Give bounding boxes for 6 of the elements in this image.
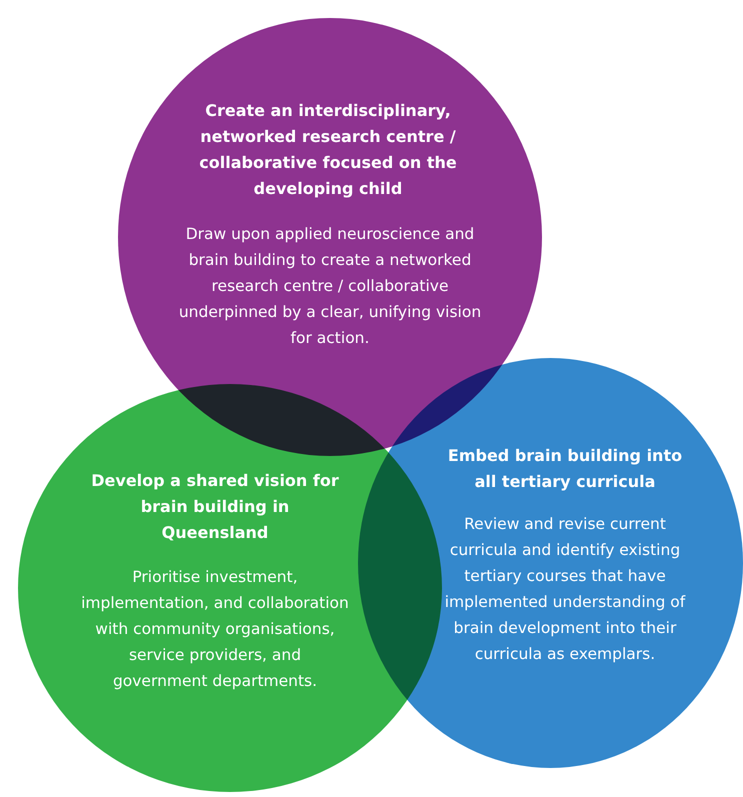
circle-heading: Embed brain building into all tertiary curricula bbox=[446, 445, 684, 493]
circle-heading: Develop a shared vision for brain building in Queensland bbox=[90, 470, 340, 544]
circle-description: Review and revise current curricula and identify existing tertiary courses that have implemented understanding of brain development into their curricula as exemplars. bbox=[444, 514, 686, 665]
circle-description: Draw upon applied neuroscience and brain building to create a networked research centre / collaborative underpinned by a clear, unifying vision for action. bbox=[178, 224, 482, 349]
circle-heading: Create an interdisciplinary, networked research centre / collaborative focused on the developing child bbox=[198, 100, 458, 200]
circle-description: Prioritise investment, implementation, and collaboration with community organisations, service providers, and government departments. bbox=[80, 567, 350, 692]
